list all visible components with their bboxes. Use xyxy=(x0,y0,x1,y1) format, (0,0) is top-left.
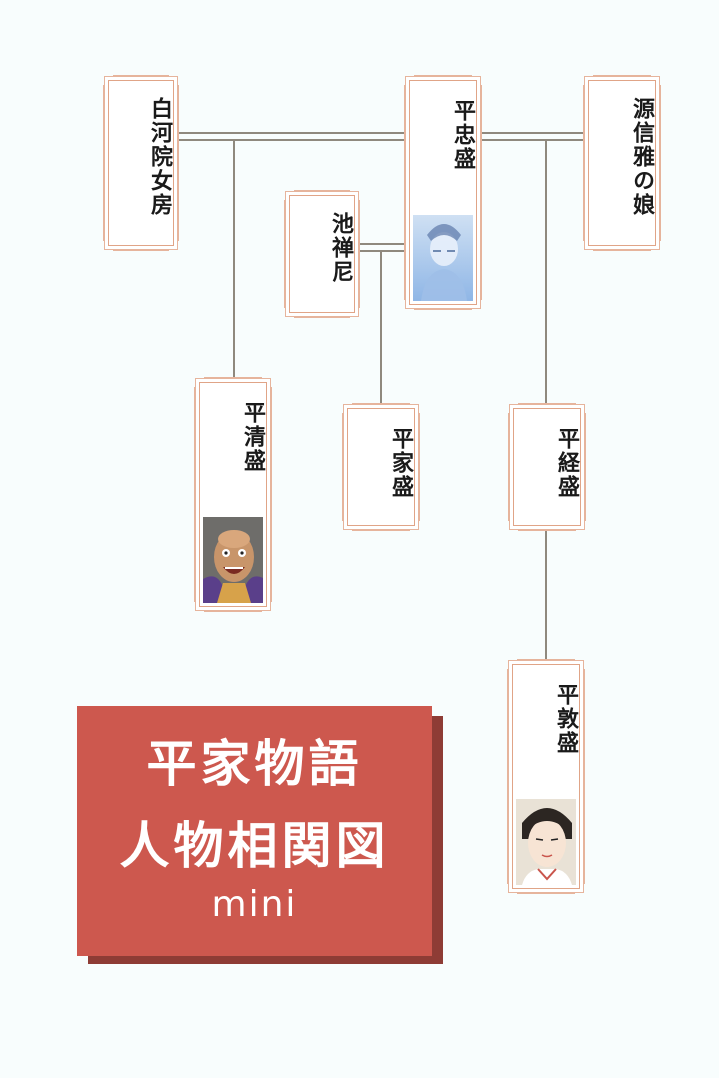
person-name: 平忠盛 xyxy=(450,99,476,171)
person-name: 平家盛 xyxy=(388,427,414,499)
person-card-tsunemori[interactable]: 平経盛 xyxy=(508,403,586,531)
person-card-tadamori[interactable]: 平忠盛 xyxy=(404,75,482,310)
person-card-kiyomori[interactable]: 平清盛 xyxy=(194,377,272,612)
person-name: 源信雅の娘 xyxy=(629,97,655,217)
kiyomori-portrait xyxy=(203,517,263,603)
person-card-iemori[interactable]: 平家盛 xyxy=(342,403,420,531)
person-name: 平敦盛 xyxy=(553,683,579,755)
person-name: 白河院女房 xyxy=(147,97,173,217)
person-name: 平清盛 xyxy=(240,401,266,473)
person-card-shirakawa-nyobo[interactable]: 白河院女房 xyxy=(103,75,179,251)
title-line-1: 平家物語 xyxy=(146,734,363,793)
person-name: 平経盛 xyxy=(554,427,580,499)
title-line-3: mini xyxy=(211,884,298,925)
person-card-minamoto-musume[interactable]: 源信雅の娘 xyxy=(583,75,661,251)
atsumori-portrait xyxy=(516,799,576,885)
person-card-ike-no-zenni[interactable]: 池禅尼 xyxy=(284,190,360,318)
person-card-atsumori[interactable]: 平敦盛 xyxy=(507,659,585,894)
title-box: 平家物語 人物相関図 mini xyxy=(77,706,432,956)
tadamori-portrait xyxy=(413,215,473,301)
title-line-2: 人物相関図 xyxy=(119,816,390,875)
person-name: 池禅尼 xyxy=(328,212,354,284)
